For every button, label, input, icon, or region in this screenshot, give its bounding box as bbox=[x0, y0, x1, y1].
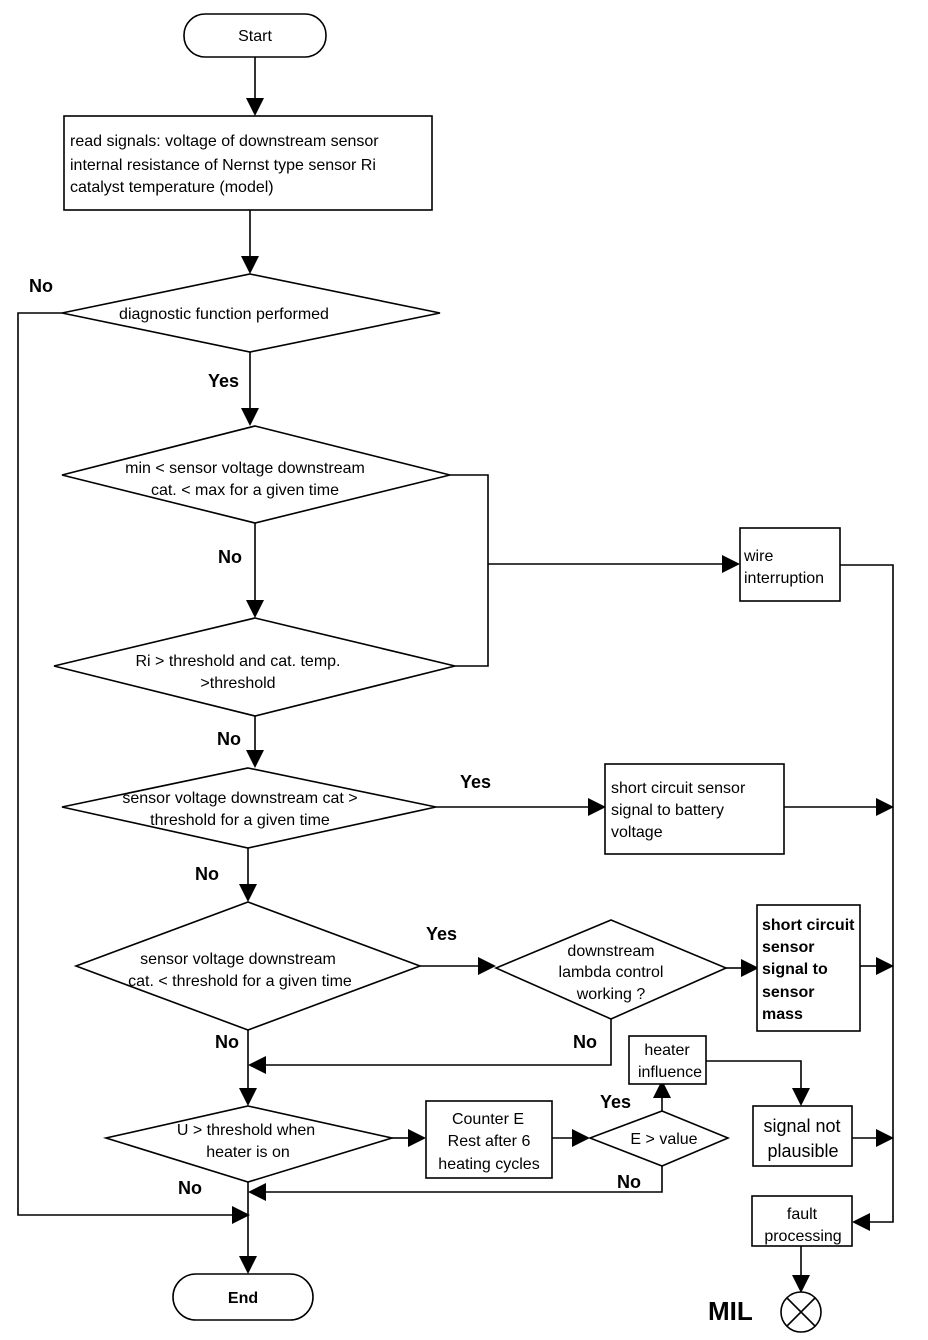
start-node: Start bbox=[183, 13, 327, 58]
short-mass-line-1: short circuit bbox=[762, 917, 855, 934]
end-label: End bbox=[228, 1290, 258, 1307]
short-mass-line-3: signal to bbox=[762, 961, 828, 978]
label-yes-voltage-below: Yes bbox=[426, 924, 457, 944]
label-no-diagnostic: No bbox=[29, 276, 53, 296]
short-battery-line-1: short circuit sensor bbox=[611, 780, 746, 797]
ri-threshold-line-1: Ri > threshold and cat. temp. bbox=[136, 653, 341, 670]
not-plausible-line-1: signal not bbox=[763, 1116, 840, 1136]
fault-processing-box: fault processing bbox=[751, 1195, 853, 1247]
voltage-below-line-2: cat. < threshold for a given time bbox=[128, 973, 352, 990]
label-no-voltage-below: No bbox=[215, 1032, 239, 1052]
branch-labels: No Yes No No Yes No Yes No No Yes No No bbox=[29, 276, 641, 1198]
read-signals-line-3: catalyst temperature (model) bbox=[70, 179, 274, 196]
heater-influence-box: heater influence bbox=[628, 1035, 707, 1085]
read-signals-box: read signals: voltage of downstream sens… bbox=[63, 115, 433, 211]
end-node: End bbox=[172, 1273, 314, 1321]
diagnostic-performed-label: diagnostic function performed bbox=[119, 306, 329, 323]
lambda-control-decision: downstream lambda control working ? bbox=[493, 919, 729, 1020]
ri-threshold-decision: Ri > threshold and cat. temp. >threshold bbox=[53, 617, 456, 717]
counter-e-box: Counter E Rest after 6 heating cycles bbox=[425, 1100, 553, 1179]
ri-threshold-line-2: >threshold bbox=[200, 675, 275, 692]
heater-influence-line-2: influence bbox=[638, 1064, 702, 1081]
e-value-label: E > value bbox=[630, 1131, 697, 1148]
label-no-e-value: No bbox=[617, 1172, 641, 1192]
label-no-voltage-above: No bbox=[195, 864, 219, 884]
mil-indicator: MIL bbox=[708, 1291, 822, 1333]
short-battery-line-3: voltage bbox=[611, 824, 663, 841]
counter-e-line-3: heating cycles bbox=[438, 1156, 539, 1173]
label-no-min-max: No bbox=[218, 547, 242, 567]
mil-lamp-icon bbox=[780, 1291, 822, 1333]
label-yes-diagnostic: Yes bbox=[208, 371, 239, 391]
e-value-decision: E > value bbox=[587, 1110, 731, 1167]
signal-not-plausible-box: signal not plausible bbox=[752, 1105, 853, 1167]
lambda-line-1: downstream bbox=[567, 943, 654, 960]
voltage-below-line-1: sensor voltage downstream bbox=[140, 951, 336, 968]
voltage-below-threshold-decision: sensor voltage downstream cat. < thresho… bbox=[73, 901, 423, 1031]
wire-interruption-line-2: interruption bbox=[744, 570, 824, 587]
arrowheads bbox=[232, 98, 894, 1293]
label-no-u-threshold: No bbox=[178, 1178, 202, 1198]
min-max-decision: min < sensor voltage downstream cat. < m… bbox=[61, 425, 451, 524]
read-signals-line-1: read signals: voltage of downstream sens… bbox=[70, 133, 379, 150]
u-threshold-decision: U > threshold when heater is on bbox=[102, 1105, 396, 1183]
start-label: Start bbox=[238, 28, 272, 45]
wire-interruption-line-1: wire bbox=[743, 548, 773, 565]
voltage-above-line-2: threshold for a given time bbox=[150, 812, 330, 829]
heater-influence-line-1: heater bbox=[644, 1042, 690, 1059]
label-yes-e-value: Yes bbox=[600, 1092, 631, 1112]
u-threshold-line-2: heater is on bbox=[206, 1144, 290, 1161]
fault-processing-line-2: processing bbox=[764, 1228, 841, 1245]
min-max-line-1: min < sensor voltage downstream bbox=[125, 460, 365, 477]
short-circuit-battery-box: short circuit sensor signal to battery v… bbox=[604, 763, 785, 855]
label-no-ri: No bbox=[217, 729, 241, 749]
short-mass-line-2: sensor bbox=[762, 939, 814, 956]
label-yes-voltage-above: Yes bbox=[460, 772, 491, 792]
short-mass-line-5: mass bbox=[762, 1006, 803, 1023]
counter-e-line-1: Counter E bbox=[452, 1111, 524, 1128]
voltage-above-threshold-decision: sensor voltage downstream cat > threshol… bbox=[61, 767, 437, 849]
min-max-line-2: cat. < max for a given time bbox=[151, 482, 339, 499]
voltage-above-line-1: sensor voltage downstream cat > bbox=[122, 790, 357, 807]
counter-e-line-2: Rest after 6 bbox=[448, 1133, 531, 1150]
read-signals-line-2: internal resistance of Nernst type senso… bbox=[70, 157, 376, 174]
lambda-line-2: lambda control bbox=[559, 964, 664, 981]
fault-processing-line-1: fault bbox=[787, 1206, 818, 1223]
label-no-lambda: No bbox=[573, 1032, 597, 1052]
mil-label: MIL bbox=[708, 1296, 753, 1326]
short-circuit-mass-box: short circuit sensor signal to sensor ma… bbox=[756, 904, 861, 1032]
connectors bbox=[17, 57, 894, 1275]
not-plausible-line-2: plausible bbox=[767, 1141, 838, 1161]
wire-interruption-box: wire interruption bbox=[739, 527, 841, 602]
u-threshold-line-1: U > threshold when bbox=[177, 1122, 315, 1139]
diagnostic-performed-decision: diagnostic function performed bbox=[61, 273, 441, 353]
short-mass-line-4: sensor bbox=[762, 984, 814, 1001]
lambda-line-3: working ? bbox=[576, 986, 646, 1003]
short-battery-line-2: signal to battery bbox=[611, 802, 724, 819]
